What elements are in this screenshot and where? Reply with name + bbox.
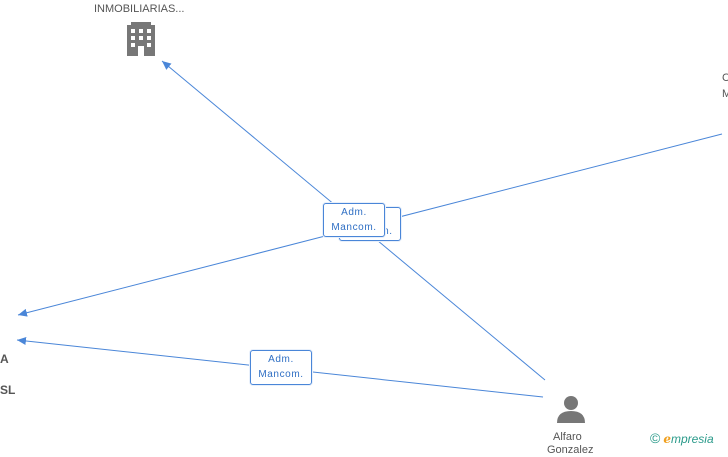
right-node-fragment-2[interactable]: M — [722, 88, 728, 100]
left-node-fragment-2[interactable]: SL — [0, 383, 16, 397]
right-node-fragment-1[interactable]: C — [722, 72, 728, 84]
company-top-label[interactable]: INMOBILIARIAS... — [94, 3, 185, 15]
person-label-line1[interactable]: Alfaro — [553, 431, 582, 443]
brand-rest: mpresia — [670, 432, 714, 446]
left-node-fragment-1[interactable]: A — [0, 352, 9, 366]
person-icon[interactable] — [557, 396, 585, 423]
edge-label-bottom[interactable]: Adm. Mancom. — [250, 350, 312, 385]
building-icon[interactable] — [127, 22, 155, 56]
edge-label-front-line2: Mancom. — [331, 222, 377, 233]
edge-label-front-line1: Adm. — [341, 207, 367, 218]
copyright-symbol: © — [650, 430, 661, 446]
edge-label-bottom-line1: Adm. — [268, 354, 294, 365]
brand-e: e — [663, 432, 671, 446]
edge-label-front[interactable]: Adm. Mancom. — [323, 203, 385, 237]
edge-label-bottom-line2: Mancom. — [258, 369, 304, 380]
person-label-line2[interactable]: Gonzalez — [547, 444, 594, 456]
empresia-watermark: ©empresia — [650, 430, 714, 446]
